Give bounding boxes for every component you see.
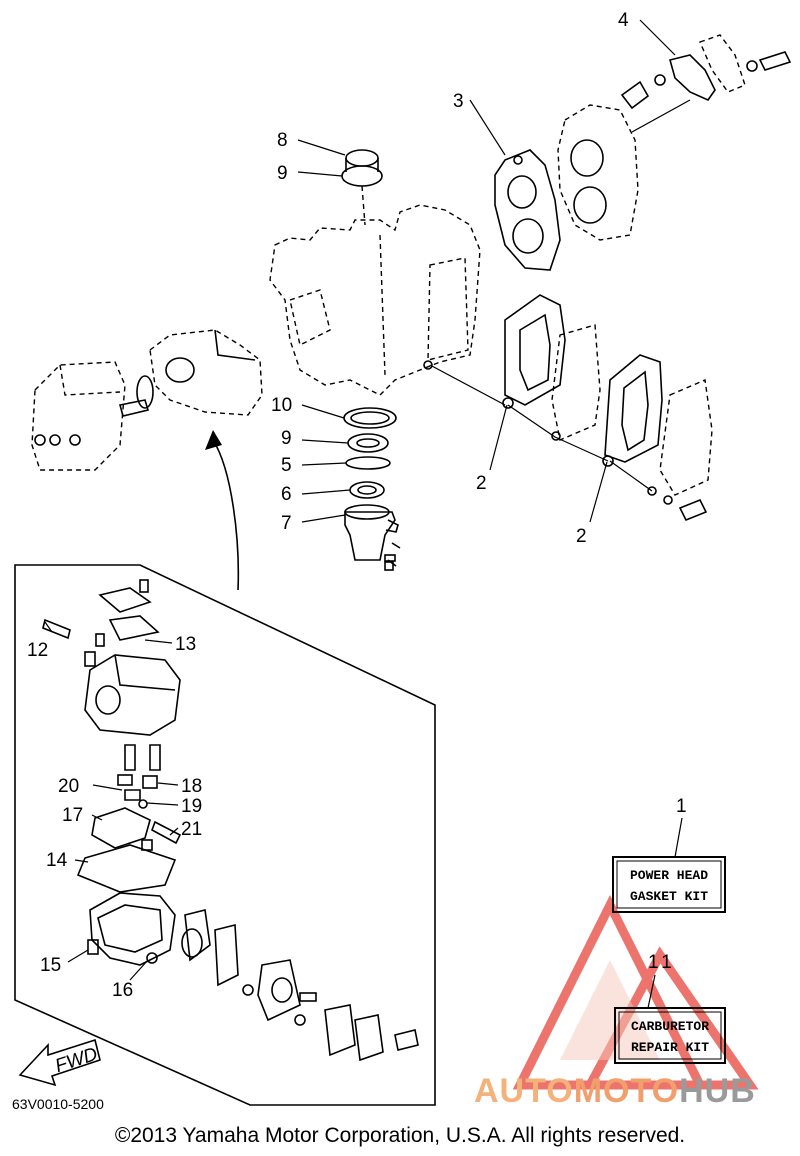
- callout-19: 19: [181, 796, 202, 817]
- callout-11: 11: [648, 952, 676, 973]
- callout-20: 20: [58, 776, 79, 797]
- oil-seal-8-9: [341, 149, 383, 226]
- float-chamber: [87, 892, 176, 966]
- carburetor-outline: [149, 329, 263, 416]
- callout-14: 14: [46, 850, 68, 871]
- callout-9-upper: 9: [277, 163, 288, 184]
- watermark-hub: HUB: [679, 1072, 756, 1110]
- diagram-part-code: 63V0010-5200: [12, 1096, 104, 1112]
- callout-16: 16: [112, 980, 133, 1001]
- callout-9-lower: 9: [281, 428, 292, 449]
- intake-silencer: [31, 361, 154, 471]
- power-head-kit-line2: GASKET KIT: [630, 889, 708, 904]
- leader-lines: [44, 19, 683, 1009]
- fuel-pump-parts: [181, 909, 419, 1062]
- callout-5: 5: [281, 455, 292, 476]
- fwd-label: FWD: [53, 1044, 101, 1077]
- thermostat-cover-gasket-4: [620, 34, 792, 110]
- callout-numbers: 4 3 8 9 10 9 5 6 7 2 2 1 11 12 13 20 18 …: [27, 10, 687, 1001]
- watermark-logo-triangles: [512, 894, 759, 1090]
- watermark-auto: AUTO: [474, 1072, 574, 1110]
- lower-seal-stack: [343, 407, 401, 571]
- carburetor-detail-frame: [14, 564, 436, 1106]
- copyright-notice: ©2013 Yamaha Motor Corporation, U.S.A. A…: [114, 1124, 686, 1147]
- cylinder-head-cover: [557, 99, 691, 241]
- exhaust-gaskets-2: [429, 294, 713, 522]
- cylinder-head-gasket-3: [494, 149, 561, 271]
- callout-13: 13: [175, 634, 196, 655]
- float-17: [91, 807, 182, 849]
- callout-17: 17: [62, 805, 83, 826]
- callout-2-upper: 2: [476, 473, 487, 494]
- callout-2-lower: 2: [576, 526, 587, 547]
- float-chamber-gasket-14: [76, 839, 177, 893]
- watermark-moto: MOTO: [573, 1072, 680, 1110]
- callout-7: 7: [281, 513, 292, 534]
- watermark-brand-text: AUTOMOTOHUB: [474, 1072, 756, 1111]
- carburetor-kit-line2: REPAIR KIT: [631, 1040, 709, 1055]
- assembly-arrow: [205, 430, 240, 591]
- callout-12: 12: [27, 640, 48, 661]
- callout-21: 21: [181, 819, 202, 840]
- carburetor-kit-line1: CARBURETOR: [631, 1019, 709, 1034]
- callout-6: 6: [281, 484, 292, 505]
- power-head-block: [269, 204, 481, 396]
- callout-1: 1: [676, 796, 687, 817]
- carburetor-body: [42, 579, 181, 809]
- callout-4: 4: [618, 10, 629, 31]
- fwd-arrow-icon: FWD: [18, 1038, 101, 1087]
- power-head-gasket-kit-box: POWER HEAD GASKET KIT: [612, 856, 726, 913]
- callout-18: 18: [181, 776, 202, 797]
- callout-15: 15: [40, 955, 61, 976]
- callout-3: 3: [453, 91, 464, 112]
- carburetor-repair-kit-box: CARBURETOR REPAIR KIT: [614, 1007, 726, 1064]
- callout-8: 8: [277, 130, 288, 151]
- power-head-kit-line1: POWER HEAD: [630, 868, 708, 883]
- callout-10: 10: [271, 395, 292, 416]
